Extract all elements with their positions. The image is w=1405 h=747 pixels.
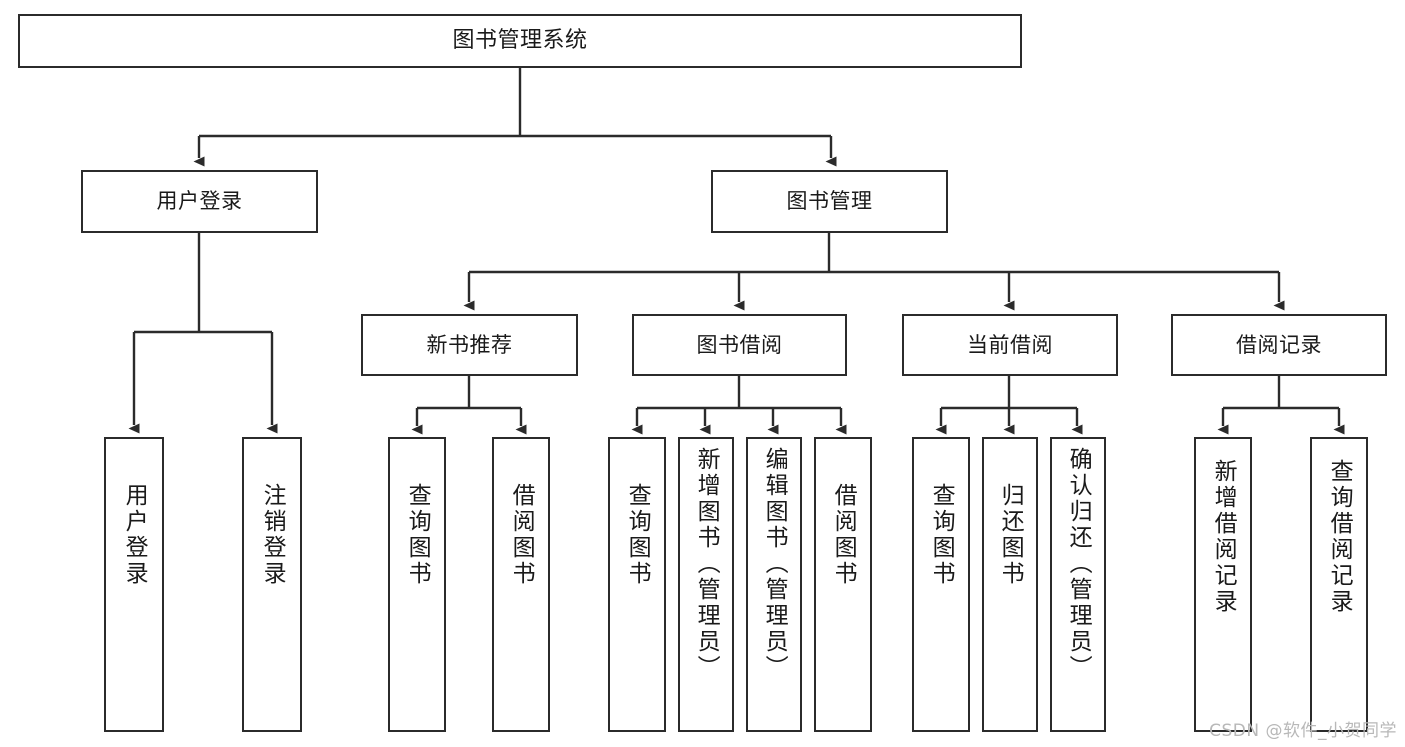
node-leaf-add-record[interactable]: 新增借阅记录	[1194, 437, 1252, 732]
node-leaf-user-login[interactable]: 用户登录	[104, 437, 164, 732]
node-book-borrow[interactable]: 图书借阅	[632, 314, 847, 376]
node-borrow-record[interactable]: 借阅记录	[1171, 314, 1387, 376]
node-leaf-query-record-label: 查询借阅记录	[1326, 459, 1353, 615]
node-book-borrow-label: 图书借阅	[696, 332, 783, 357]
node-leaf-user-login-label: 用户登录	[121, 483, 148, 587]
node-leaf-borrow-book-1-label: 借阅图书	[508, 483, 535, 587]
node-leaf-borrow-book-2-label: 借阅图书	[830, 483, 857, 587]
node-book-manage[interactable]: 图书管理	[711, 170, 948, 233]
node-current-borrow[interactable]: 当前借阅	[902, 314, 1118, 376]
node-leaf-borrow-book-2[interactable]: 借阅图书	[814, 437, 872, 732]
node-book-manage-label: 图书管理	[786, 189, 873, 214]
node-leaf-add-record-label: 新增借阅记录	[1210, 459, 1237, 615]
node-new-book-recommend-label: 新书推荐	[426, 332, 513, 357]
node-leaf-return-book-label: 归还图书	[997, 483, 1024, 587]
node-leaf-edit-book[interactable]: 编辑图书（管理员）	[746, 437, 802, 732]
node-leaf-query-book-2-label: 查询图书	[624, 483, 651, 587]
node-user-login-label: 用户登录	[156, 189, 243, 214]
node-leaf-confirm-return-label: 确认归还（管理员）	[1065, 447, 1092, 681]
node-leaf-query-book-3-label: 查询图书	[928, 483, 955, 587]
node-leaf-add-book-label: 新增图书（管理员）	[693, 447, 720, 681]
node-root[interactable]: 图书管理系统	[18, 14, 1022, 68]
node-user-login[interactable]: 用户登录	[81, 170, 318, 233]
node-leaf-logout-login-label: 注销登录	[259, 483, 286, 587]
node-leaf-logout-login[interactable]: 注销登录	[242, 437, 302, 732]
node-leaf-query-book-3[interactable]: 查询图书	[912, 437, 970, 732]
node-current-borrow-label: 当前借阅	[967, 332, 1053, 357]
node-leaf-query-book-2[interactable]: 查询图书	[608, 437, 666, 732]
node-leaf-query-book-1-label: 查询图书	[404, 483, 431, 587]
node-root-label: 图书管理系统	[452, 28, 588, 54]
node-new-book-recommend[interactable]: 新书推荐	[361, 314, 578, 376]
node-leaf-borrow-book-1[interactable]: 借阅图书	[492, 437, 550, 732]
node-leaf-add-book[interactable]: 新增图书（管理员）	[678, 437, 734, 732]
node-leaf-confirm-return[interactable]: 确认归还（管理员）	[1050, 437, 1106, 732]
node-leaf-query-book-1[interactable]: 查询图书	[388, 437, 446, 732]
node-leaf-edit-book-label: 编辑图书（管理员）	[761, 447, 788, 681]
node-leaf-return-book[interactable]: 归还图书	[982, 437, 1038, 732]
node-borrow-record-label: 借阅记录	[1236, 332, 1322, 357]
node-leaf-query-record[interactable]: 查询借阅记录	[1310, 437, 1368, 732]
